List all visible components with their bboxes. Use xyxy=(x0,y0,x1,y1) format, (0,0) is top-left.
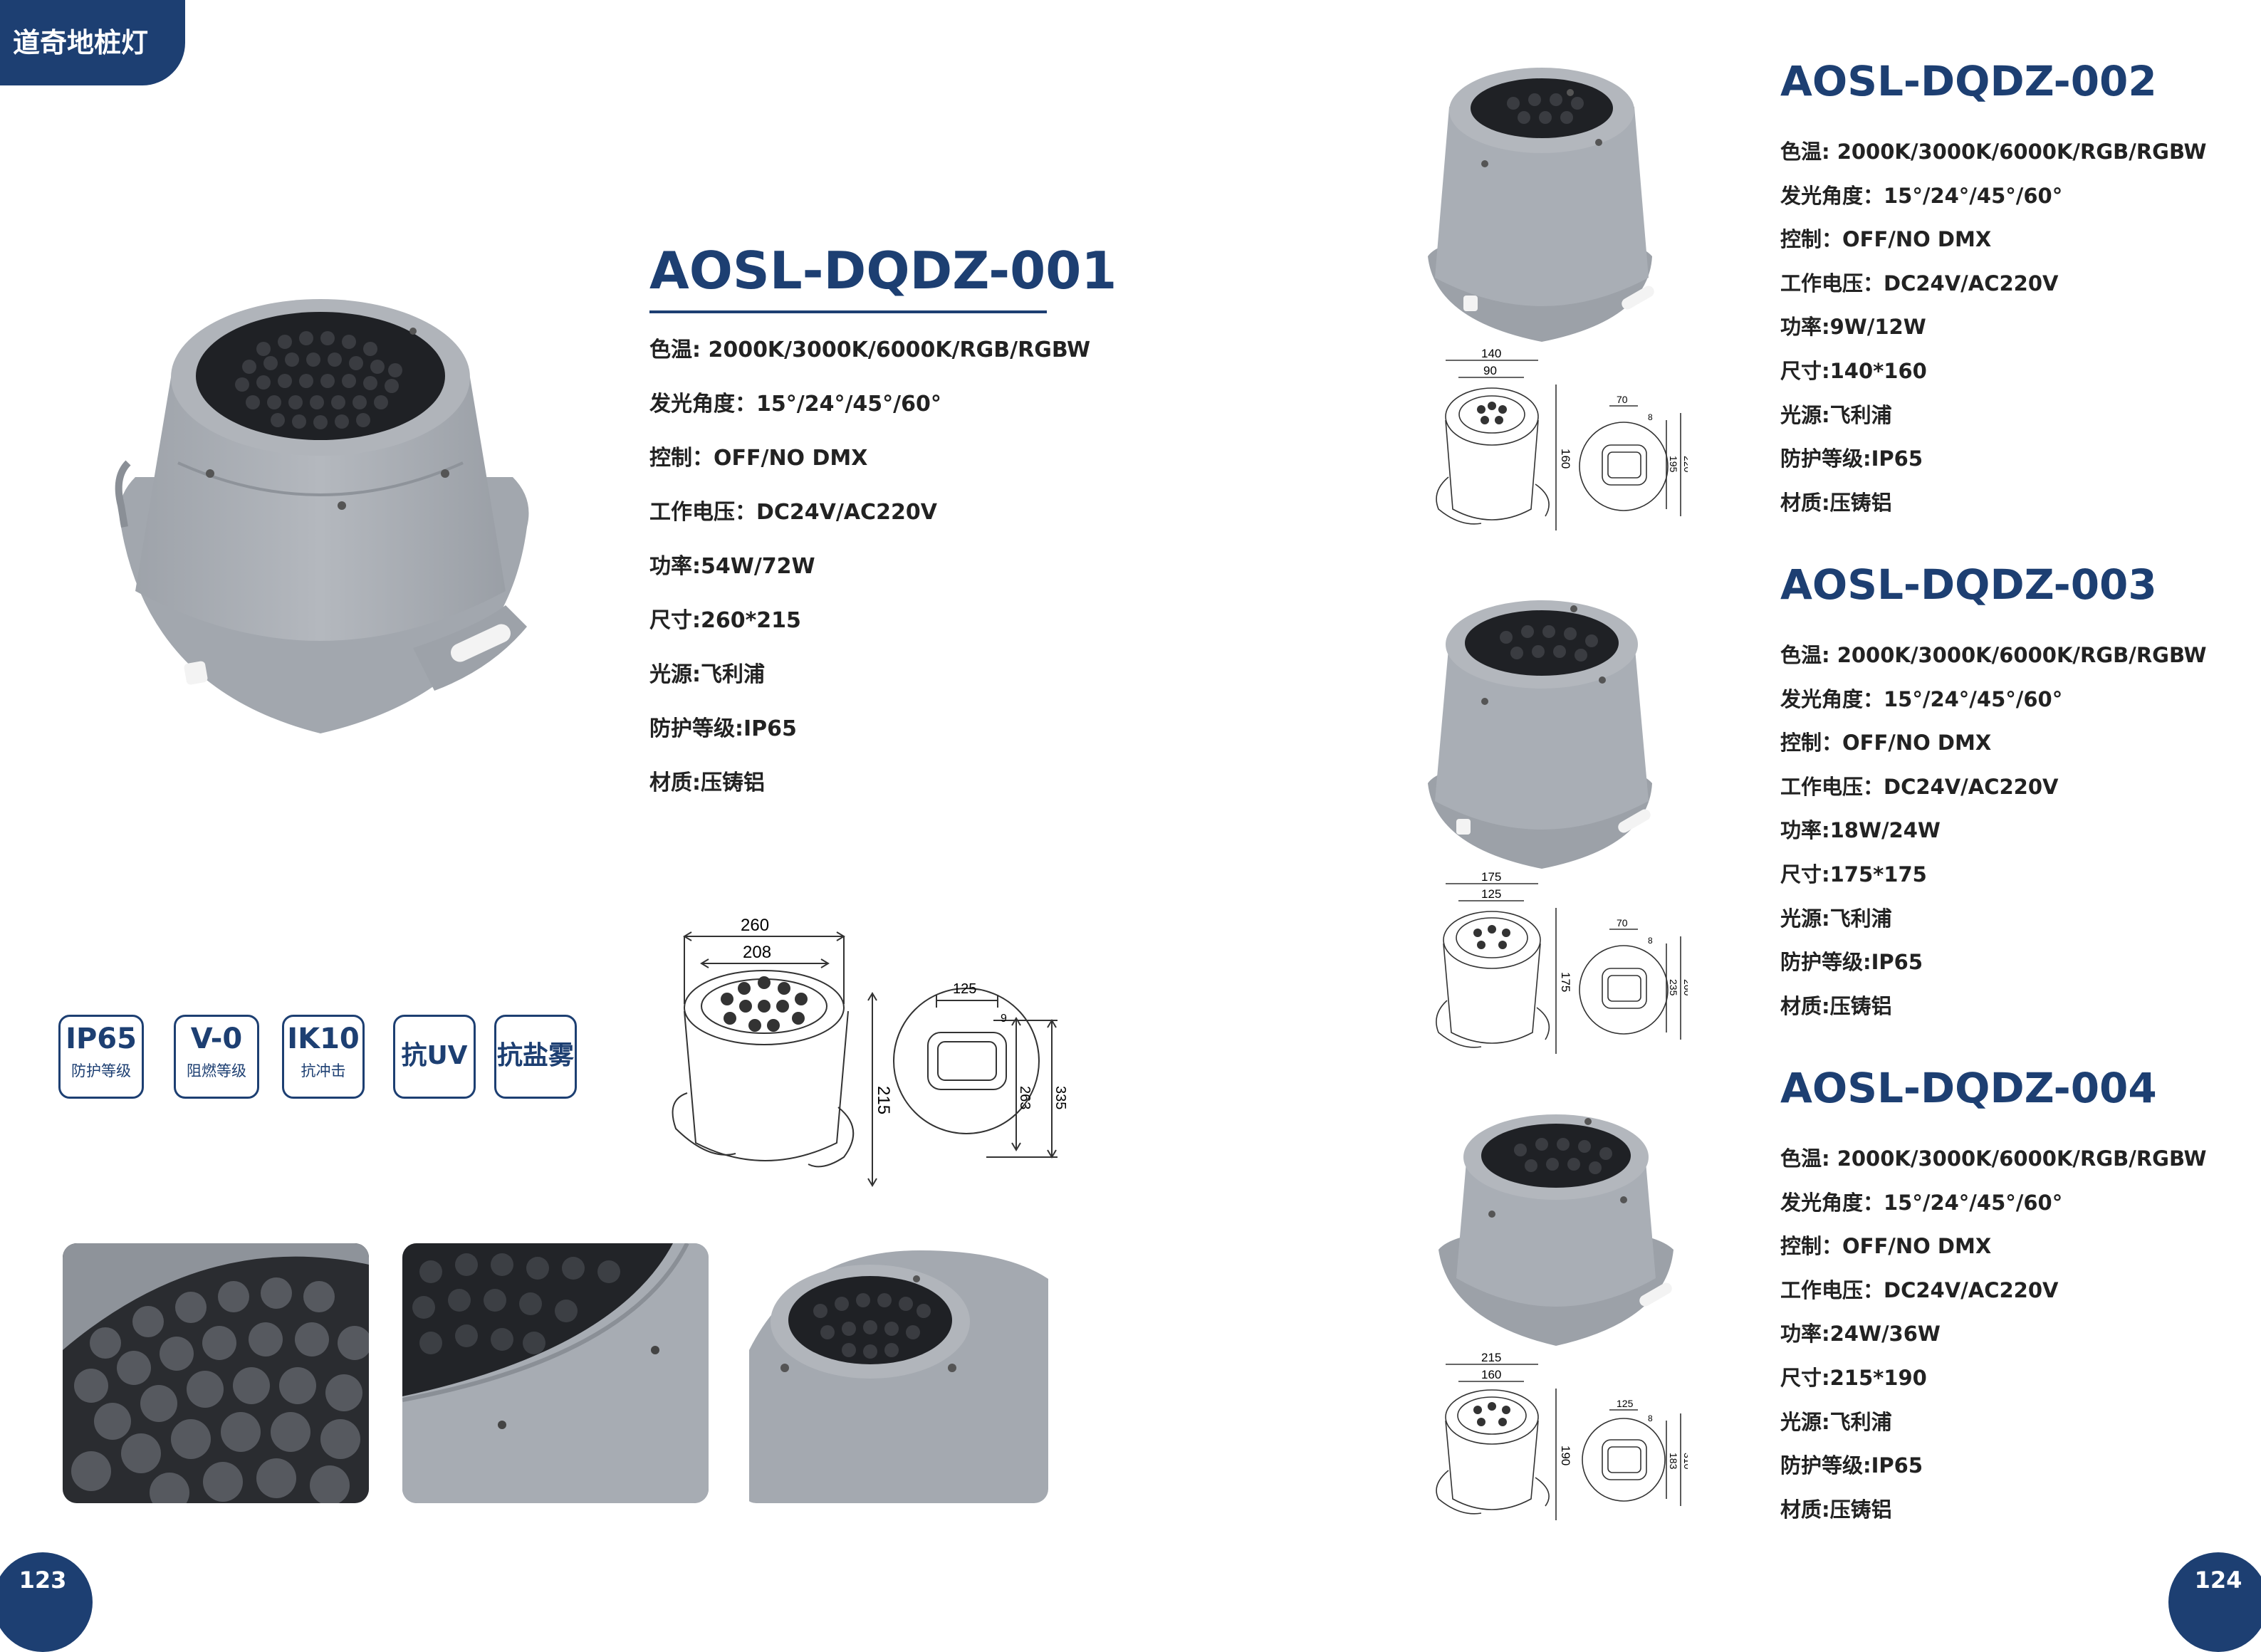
spec-light-source: 光源:飞利浦 xyxy=(649,662,765,687)
dim-base-inner: 195 xyxy=(1668,456,1679,473)
dimension-drawing-004: 215 160 190 125 8 183 310 xyxy=(1436,1353,1688,1520)
dim-module-w: 125 xyxy=(1617,1398,1634,1409)
spec-ip-rating: 防护等级:IP65 xyxy=(1780,1453,1923,1478)
category-tab: 道奇地桩灯 xyxy=(0,0,185,85)
badge-anti-uv: 抗UV xyxy=(393,1015,476,1099)
spec-list-002: 色温: 2000K/3000K/6000K/RGB/RGBW 发光角度：15°/… xyxy=(1780,139,2207,533)
dim-module-w: 125 xyxy=(953,981,976,997)
dim-base-inner: 183 xyxy=(1668,1453,1679,1470)
dim-top-inner: 125 xyxy=(1481,887,1501,901)
dimension-drawing-001: 260 208 215 125 9 263 335 xyxy=(672,916,1068,1187)
spec-list-001: 色温: 2000K/3000K/6000K/RGB/RGBW 发光角度：15°/… xyxy=(649,336,1090,823)
spec-beam-angle: 发光角度：15°/24°/45°/60° xyxy=(1780,183,2063,208)
spec-color-temp: 色温: 2000K/3000K/6000K/RGB/RGBW xyxy=(1780,140,2207,164)
dim-top-inner: 90 xyxy=(1483,364,1497,377)
spec-size: 尺寸:260*215 xyxy=(649,608,801,633)
spec-beam-angle: 发光角度：15°/24°/45°/60° xyxy=(1780,1190,2063,1215)
dimension-drawing-002: 140 90 160 70 8 195 220 xyxy=(1436,349,1688,530)
dim-height: 190 xyxy=(1559,1446,1572,1465)
spec-material: 材质:压铸铝 xyxy=(1780,993,1892,1018)
product-title-001: AOSL-DQDZ-001 xyxy=(649,241,1117,300)
dim-top-inner: 208 xyxy=(743,943,771,962)
product-title-003: AOSL-DQDZ-003 xyxy=(1780,560,2157,609)
dim-height: 215 xyxy=(874,1086,893,1114)
dim-module-w: 70 xyxy=(1617,917,1628,929)
detail-photo-rim xyxy=(402,1243,709,1503)
spec-voltage: 工作电压：DC24V/AC220V xyxy=(1780,271,2059,296)
spec-ip-rating: 防护等级:IP65 xyxy=(1780,950,1923,975)
product-photo-004 xyxy=(1438,1114,1673,1346)
product-title-004: AOSL-DQDZ-004 xyxy=(1780,1064,2157,1112)
spec-power: 功率:54W/72W xyxy=(649,554,815,579)
dim-top-outer: 260 xyxy=(741,916,769,935)
spec-ip-rating: 防护等级:IP65 xyxy=(1780,446,1923,471)
spec-color-temp: 色温: 2000K/3000K/6000K/RGB/RGBW xyxy=(1780,643,2207,667)
spec-control: 控制：OFF/NO DMX xyxy=(649,446,868,471)
spec-material: 材质:压铸铝 xyxy=(1780,1497,1892,1522)
dim-height: 160 xyxy=(1559,449,1572,469)
dim-base-outer: 220 xyxy=(1682,456,1688,473)
spec-voltage: 工作电压：DC24V/AC220V xyxy=(1780,1277,2059,1302)
spec-light-source: 光源:飞利浦 xyxy=(1780,906,1892,931)
spec-light-source: 光源:飞利浦 xyxy=(1780,402,1892,427)
title-underline xyxy=(649,310,1047,313)
dim-top-inner: 160 xyxy=(1481,1368,1501,1381)
dim-base-outer: 310 xyxy=(1682,1453,1688,1470)
spec-control: 控制：OFF/NO DMX xyxy=(1780,1234,1992,1259)
dimension-drawing-003: 175 125 175 70 8 235 260 xyxy=(1436,872,1688,1054)
dim-module-w: 70 xyxy=(1617,394,1628,405)
spec-size: 尺寸:175*175 xyxy=(1780,862,1927,887)
product-photo-003 xyxy=(1428,600,1652,869)
detail-photo-housing xyxy=(742,1243,1048,1503)
dim-base-outer: 260 xyxy=(1682,979,1688,996)
product-title-002: AOSL-DQDZ-002 xyxy=(1780,57,2157,105)
detail-photo-lens xyxy=(63,1243,369,1503)
dim-top-outer: 140 xyxy=(1481,349,1501,360)
spec-power: 功率:24W/36W xyxy=(1780,1322,1941,1347)
dim-module-gap: 8 xyxy=(1648,1413,1653,1423)
spec-color-temp: 色温: 2000K/3000K/6000K/RGB/RGBW xyxy=(1780,1146,2207,1171)
dim-base-outer: 335 xyxy=(1053,1086,1068,1109)
product-photo-001 xyxy=(115,299,529,733)
spec-voltage: 工作电压：DC24V/AC220V xyxy=(649,500,937,525)
dim-module-gap: 9 xyxy=(1001,1013,1007,1025)
spec-list-003: 色温: 2000K/3000K/6000K/RGB/RGBW 发光角度：15°/… xyxy=(1780,642,2207,1037)
dim-module-gap: 8 xyxy=(1648,412,1653,422)
spec-color-temp: 色温: 2000K/3000K/6000K/RGB/RGBW xyxy=(649,338,1091,362)
dim-base-inner: 263 xyxy=(1017,1086,1033,1109)
badge-anti-salt-spray: 抗盐雾 xyxy=(494,1015,577,1099)
spec-beam-angle: 发光角度：15°/24°/45°/60° xyxy=(1780,686,2063,711)
dim-module-gap: 8 xyxy=(1648,936,1653,946)
dim-base-inner: 235 xyxy=(1668,979,1679,996)
spec-size: 尺寸:140*160 xyxy=(1780,358,1927,383)
product-photo-002 xyxy=(1428,68,1654,342)
spec-beam-angle: 发光角度：15°/24°/45°/60° xyxy=(649,392,941,417)
dim-top-outer: 175 xyxy=(1481,872,1501,884)
spec-material: 材质:压铸铝 xyxy=(1780,490,1892,515)
spec-control: 控制：OFF/NO DMX xyxy=(1780,227,1992,252)
spec-light-source: 光源:飞利浦 xyxy=(1780,1409,1892,1434)
spec-material: 材质:压铸铝 xyxy=(649,770,765,795)
page-number-left: 123 xyxy=(0,1552,93,1652)
spec-list-004: 色温: 2000K/3000K/6000K/RGB/RGBW 发光角度：15°/… xyxy=(1780,1146,2207,1540)
dim-height: 175 xyxy=(1559,972,1572,992)
spec-size: 尺寸:215*190 xyxy=(1780,1365,1927,1390)
spec-power: 功率:18W/24W xyxy=(1780,818,1941,843)
dim-top-outer: 215 xyxy=(1481,1353,1501,1364)
spec-power: 功率:9W/12W xyxy=(1780,315,1926,340)
spec-ip-rating: 防护等级:IP65 xyxy=(649,716,797,741)
spec-voltage: 工作电压：DC24V/AC220V xyxy=(1780,774,2059,799)
spec-control: 控制：OFF/NO DMX xyxy=(1780,731,1992,756)
page-number-right: 124 xyxy=(2168,1552,2261,1652)
